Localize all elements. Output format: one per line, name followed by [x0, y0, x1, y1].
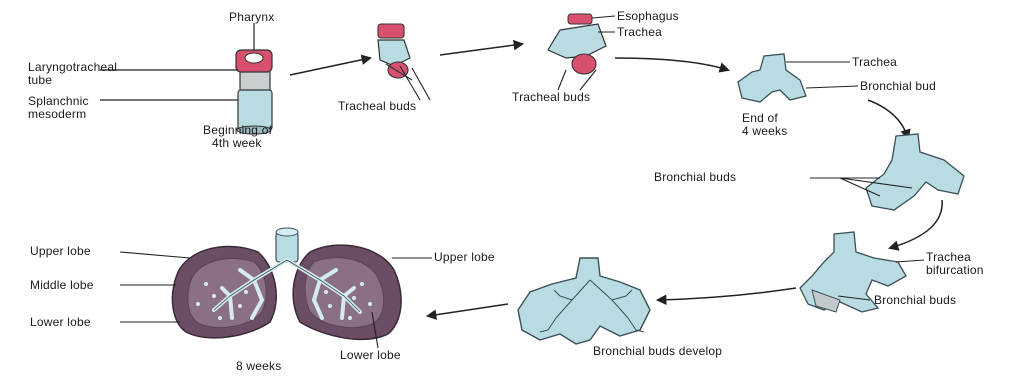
stage-8-weeks-lungs	[120, 228, 432, 348]
arrow-7	[428, 304, 508, 316]
stage-tracheal-buds-early	[378, 24, 430, 100]
label-splanchnic-mesoderm-2: mesoderm	[28, 108, 86, 121]
label-lower-lobe-right: Lower lobe	[340, 349, 401, 362]
label-lower-lobe-left: Lower lobe	[30, 316, 91, 329]
arrow-6	[658, 288, 796, 300]
arrow-1	[290, 58, 370, 75]
label-end-of-2: 4 weeks	[742, 125, 787, 138]
label-pharynx: Pharynx	[229, 11, 274, 24]
label-tracheal-buds-1: Tracheal buds	[338, 100, 416, 113]
label-middle-lobe: Middle lobe	[30, 279, 94, 292]
stage-bronchial-buds-develop	[518, 258, 650, 344]
label-upper-lobe-right: Upper lobe	[434, 251, 495, 264]
arrow-4	[868, 100, 908, 138]
label-bronchial-bud: Bronchial bud	[860, 80, 936, 93]
stage-esophagus-trachea	[548, 14, 615, 90]
label-trachea-1: Trachea	[617, 26, 662, 39]
label-tracheal-buds-2: Tracheal buds	[512, 91, 590, 104]
label-bronchial-buds-2: Bronchial buds	[874, 294, 956, 307]
stage-beginning-4th-week	[100, 23, 272, 134]
stage-bronchial-buds	[810, 134, 964, 210]
arrow-2	[440, 44, 522, 55]
label-esophagus: Esophagus	[617, 10, 679, 23]
label-beginning-2: 4th week	[212, 137, 262, 150]
arrow-3	[615, 58, 728, 70]
label-bifurcation: bifurcation	[926, 264, 984, 277]
label-8-weeks: 8 weeks	[236, 360, 281, 373]
label-upper-lobe-left: Upper lobe	[30, 245, 91, 258]
label-laryngotracheal-tube-2: tube	[28, 74, 52, 87]
label-bronchial-buds-1: Bronchial buds	[654, 171, 736, 184]
stage-end-4-weeks	[738, 54, 858, 102]
label-trachea-2: Trachea	[852, 56, 897, 69]
label-bronchial-buds-develop: Bronchial buds develop	[593, 345, 722, 358]
